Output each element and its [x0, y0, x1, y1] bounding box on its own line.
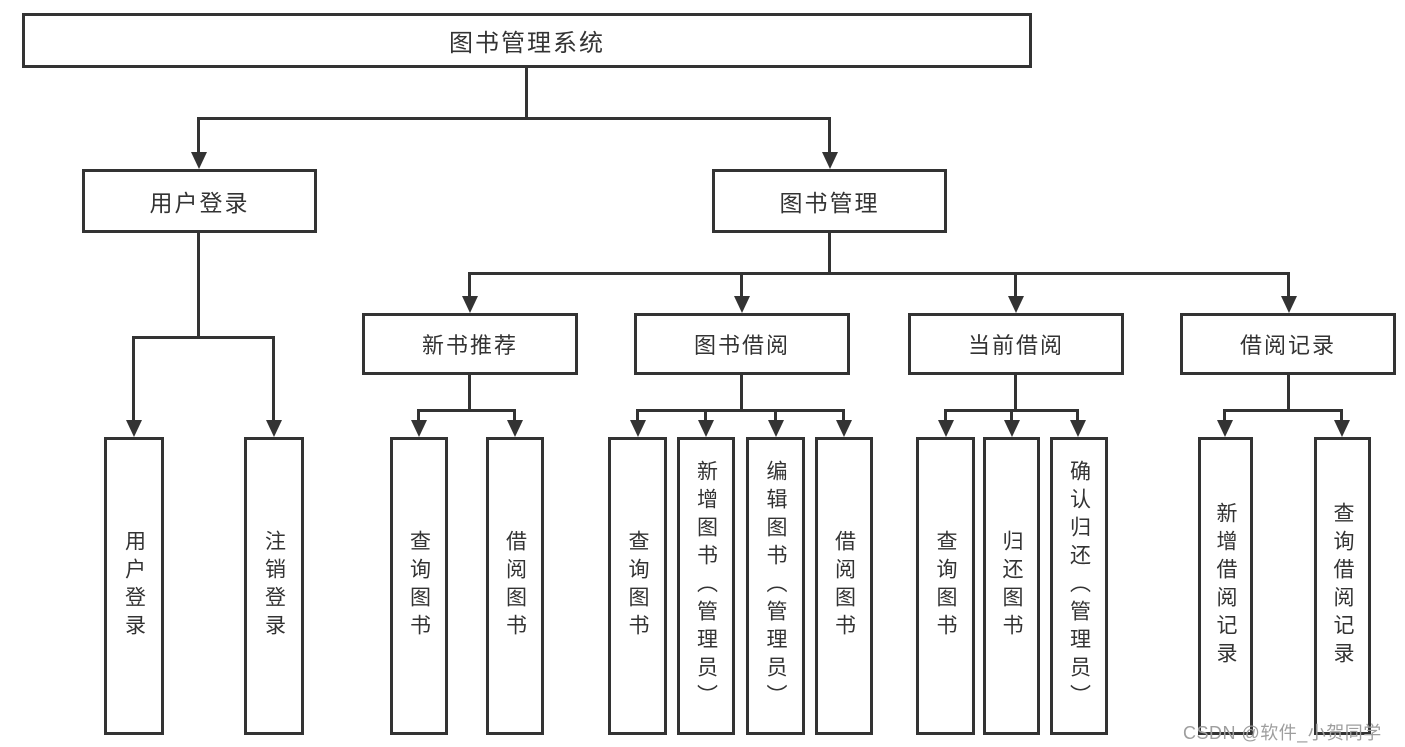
- arrowhead-leaf-add-record-icon: [1217, 420, 1233, 437]
- leaf-user-login: 用户登录: [104, 437, 164, 735]
- connector-current-borrowing-stem: [1014, 375, 1017, 409]
- connector-to-leaf-logout: [272, 336, 275, 422]
- arrowhead-borrow-records-icon: [1281, 296, 1297, 313]
- arrowhead-book-management-icon: [822, 152, 838, 169]
- node-new-book-recommend: 新书推荐: [362, 313, 578, 375]
- arrowhead-new-book-recommend-icon: [462, 296, 478, 313]
- node-book-borrowing-label: 图书借阅: [693, 333, 790, 358]
- connector-to-leaf-query-record: [1340, 409, 1343, 423]
- arrowhead-leaf-edit-book-icon: [768, 420, 784, 437]
- connector-to-leaf-add-book: [704, 409, 707, 423]
- node-borrow-records-label: 借阅记录: [1239, 333, 1336, 358]
- leaf-borrow-book-label: 借阅图书: [832, 530, 856, 642]
- connector-to-new-book-recommend: [468, 272, 471, 298]
- leaf-confirm-return-admin: 确认归还（管理员）: [1050, 437, 1108, 735]
- connector-level3-rail: [468, 272, 1290, 275]
- connector-to-leaf-return-book: [1010, 409, 1013, 423]
- leaf-add-book-admin-label: 新增图书（管理员）: [694, 460, 718, 712]
- leaf-borrow-book-recommend: 借阅图书: [486, 437, 544, 735]
- connector-to-leaf-borrow-book-1: [513, 409, 516, 423]
- leaf-borrow-book-recommend-label: 借阅图书: [503, 530, 527, 642]
- node-new-book-recommend-label: 新书推荐: [421, 333, 518, 358]
- leaf-edit-book-admin-label: 编辑图书（管理员）: [764, 460, 787, 712]
- leaf-logout: 注销登录: [244, 437, 304, 735]
- leaf-return-book-label: 归还图书: [1000, 530, 1023, 642]
- leaf-query-book-current-label: 查询图书: [934, 530, 957, 642]
- node-book-management-label: 图书管理: [779, 190, 880, 216]
- leaf-add-borrow-record-label: 新增借阅记录: [1214, 502, 1237, 670]
- connector-to-current-borrowing: [1014, 272, 1017, 298]
- node-root-label: 图书管理系统: [449, 30, 605, 57]
- leaf-query-book-recommend: 查询图书: [390, 437, 448, 735]
- connector-to-leaf-query-book-3: [944, 409, 947, 423]
- connector-book-management-stem: [828, 233, 831, 272]
- arrowhead-leaf-user-login-icon: [126, 420, 142, 437]
- leaf-add-book-admin: 新增图书（管理员）: [677, 437, 735, 735]
- connector-to-user-login: [197, 117, 200, 155]
- arrowhead-leaf-add-book-icon: [698, 420, 714, 437]
- connector-book-borrowing-stem: [740, 375, 743, 409]
- leaf-query-borrow-record: 查询借阅记录: [1314, 437, 1371, 735]
- arrowhead-leaf-query-book-1-icon: [411, 420, 427, 437]
- leaf-query-book-recommend-label: 查询图书: [407, 530, 431, 642]
- csdn-watermark: CSDN @软件_小贺同学: [1183, 723, 1382, 743]
- leaf-logout-label: 注销登录: [262, 530, 286, 642]
- leaf-confirm-return-admin-label: 确认归还（管理员）: [1067, 460, 1091, 712]
- leaf-query-borrow-record-label: 查询借阅记录: [1331, 502, 1354, 670]
- node-book-management: 图书管理: [712, 169, 947, 233]
- arrowhead-leaf-query-book-3-icon: [938, 420, 954, 437]
- connector-to-leaf-query-book-2: [636, 409, 639, 423]
- connector-new-book-recommend-stem: [468, 375, 471, 409]
- arrowhead-leaf-query-record-icon: [1334, 420, 1350, 437]
- arrowhead-leaf-borrow-book-2-icon: [836, 420, 852, 437]
- leaf-query-book-borrow-label: 查询图书: [626, 530, 649, 642]
- arrowhead-leaf-return-book-icon: [1004, 420, 1020, 437]
- arrowhead-leaf-logout-icon: [266, 420, 282, 437]
- connector-level2-rail: [197, 117, 829, 120]
- arrowhead-book-borrowing-icon: [734, 296, 750, 313]
- leaf-edit-book-admin: 编辑图书（管理员）: [746, 437, 805, 735]
- connector-to-borrow-records: [1287, 272, 1290, 298]
- connector-to-leaf-confirm-return: [1076, 409, 1079, 423]
- arrowhead-user-login-icon: [191, 152, 207, 169]
- connector-new-book-recommend-rail: [417, 409, 516, 412]
- arrowhead-leaf-query-book-2-icon: [630, 420, 646, 437]
- leaf-add-borrow-record: 新增借阅记录: [1198, 437, 1253, 735]
- leaf-query-book-borrow: 查询图书: [608, 437, 667, 735]
- node-current-borrowing: 当前借阅: [908, 313, 1124, 375]
- node-user-login-label: 用户登录: [149, 190, 250, 216]
- connector-to-book-management: [828, 117, 831, 155]
- node-current-borrowing-label: 当前借阅: [967, 333, 1064, 358]
- connector-user-login-stem: [197, 233, 200, 336]
- connector-borrow-records-rail: [1223, 409, 1343, 412]
- connector-user-login-rail: [132, 336, 275, 339]
- connector-to-leaf-borrow-book-2: [842, 409, 845, 423]
- connector-to-leaf-user-login: [132, 336, 135, 422]
- leaf-user-login-label: 用户登录: [122, 530, 146, 642]
- arrowhead-leaf-borrow-book-1-icon: [507, 420, 523, 437]
- connector-book-borrowing-rail: [636, 409, 845, 412]
- connector-to-leaf-add-record: [1223, 409, 1226, 423]
- connector-to-leaf-edit-book: [774, 409, 777, 423]
- connector-borrow-records-stem: [1287, 375, 1290, 409]
- leaf-return-book: 归还图书: [983, 437, 1040, 735]
- connector-root-stem: [525, 68, 528, 117]
- leaf-query-book-current: 查询图书: [916, 437, 975, 735]
- arrowhead-leaf-confirm-return-icon: [1070, 420, 1086, 437]
- node-book-borrowing: 图书借阅: [634, 313, 850, 375]
- leaf-borrow-book: 借阅图书: [815, 437, 873, 735]
- connector-to-book-borrowing: [740, 272, 743, 298]
- arrowhead-current-borrowing-icon: [1008, 296, 1024, 313]
- connector-to-leaf-query-book-1: [417, 409, 420, 423]
- node-user-login: 用户登录: [82, 169, 317, 233]
- node-borrow-records: 借阅记录: [1180, 313, 1396, 375]
- node-root: 图书管理系统: [22, 13, 1032, 68]
